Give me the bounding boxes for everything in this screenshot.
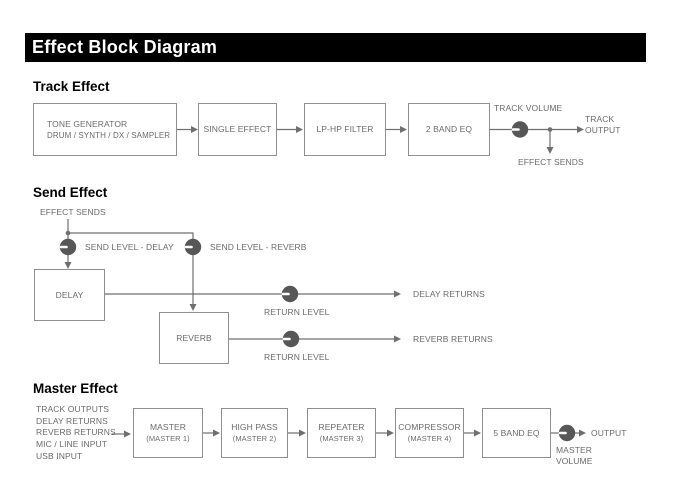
effect-sends-label-track: EFFECT SENDS xyxy=(518,157,584,167)
block-master-sublabel: (MASTER 1) xyxy=(146,434,190,443)
track-volume-label: TRACK VOLUME xyxy=(494,103,563,113)
section-heading-master-effect: Master Effect xyxy=(33,381,118,396)
title-bar: Effect Block Diagram xyxy=(25,33,646,62)
block-master: MASTER (MASTER 1) xyxy=(133,408,203,458)
block-tone-generator-label: TONE GENERATOR xyxy=(47,118,128,129)
send-level-reverb-knob-icon xyxy=(184,238,202,256)
block-reverb: REVERB xyxy=(159,312,229,364)
block-repeater: REPEATER (MASTER 3) xyxy=(307,408,376,458)
track-output-label-line1: TRACK xyxy=(585,114,615,124)
block-reverb-label: REVERB xyxy=(176,332,212,343)
send-level-delay-label: SEND LEVEL - DELAY xyxy=(85,242,174,252)
block-2-band-eq: 2 BAND EQ xyxy=(408,103,490,156)
section-heading-track-effect: Track Effect xyxy=(33,79,110,94)
master-input-delay-returns: DELAY RETURNS xyxy=(36,416,108,426)
track-volume-knob-icon xyxy=(511,121,529,138)
delay-return-level-knob-icon xyxy=(281,285,299,303)
block-compressor: COMPRESSOR (MASTER 4) xyxy=(395,408,464,458)
block-delay: DELAY xyxy=(34,269,105,321)
block-single-effect-label: SINGLE EFFECT xyxy=(203,124,272,134)
send-level-delay-knob-icon xyxy=(59,238,77,256)
block-5-band-eq-label: 5 BAND EQ xyxy=(493,427,540,438)
block-compressor-label: COMPRESSOR xyxy=(398,422,461,432)
send-level-reverb-label: SEND LEVEL - REVERB xyxy=(210,242,307,252)
reverb-returns-label: REVERB RETURNS xyxy=(413,334,493,344)
output-label: OUTPUT xyxy=(591,428,627,438)
block-master-label: MASTER xyxy=(149,422,187,432)
return-level-reverb-label: RETURN LEVEL xyxy=(264,352,330,362)
block-delay-label: DELAY xyxy=(55,289,84,300)
junction-dot xyxy=(65,230,71,236)
master-volume-knob-icon xyxy=(558,424,576,442)
master-input-mic-line-input: MIC / LINE INPUT xyxy=(36,439,108,449)
block-repeater-sublabel: (MASTER 3) xyxy=(319,434,364,443)
block-tone-generator-sublabel: DRUM / SYNTH / DX / SAMPLER xyxy=(47,130,171,140)
junction-dot xyxy=(547,127,553,132)
flow-lines xyxy=(67,128,579,435)
delay-returns-label: DELAY RETURNS xyxy=(413,289,485,299)
effect-sends-label-send: EFFECT SENDS xyxy=(40,207,106,217)
block-high-pass-sublabel: (MASTER 2) xyxy=(232,434,277,443)
block-repeater-label: REPEATER xyxy=(318,422,365,432)
block-lp-hp-filter: LP-HP FILTER xyxy=(304,103,386,156)
block-high-pass-label: HIGH PASS xyxy=(231,422,278,432)
track-output-label-line2: OUTPUT xyxy=(585,125,621,135)
reverb-return-level-knob-icon xyxy=(282,330,300,348)
block-2-band-eq-label: 2 BAND EQ xyxy=(425,124,473,134)
return-level-delay-label: RETURN LEVEL xyxy=(264,307,330,317)
page-title: Effect Block Diagram xyxy=(32,37,218,57)
block-lp-hp-filter-label: LP-HP FILTER xyxy=(316,124,374,134)
master-input-track-outputs: TRACK OUTPUTS xyxy=(36,404,110,414)
master-input-usb-input: USB INPUT xyxy=(36,451,83,461)
master-input-reverb-returns: REVERB RETURNS xyxy=(36,427,116,437)
master-volume-label-line1: MASTER xyxy=(556,445,593,455)
master-volume-label-line2: VOLUME xyxy=(556,456,593,466)
block-single-effect: SINGLE EFFECT xyxy=(198,103,277,156)
section-heading-send-effect: Send Effect xyxy=(33,185,108,200)
block-compressor-sublabel: (MASTER 4) xyxy=(407,434,452,443)
block-high-pass: HIGH PASS (MASTER 2) xyxy=(221,408,288,458)
flow-arrowheads xyxy=(64,126,586,438)
block-5-band-eq: 5 BAND EQ xyxy=(482,408,551,458)
block-tone-generator: TONE GENERATOR DRUM / SYNTH / DX / SAMPL… xyxy=(33,103,177,156)
